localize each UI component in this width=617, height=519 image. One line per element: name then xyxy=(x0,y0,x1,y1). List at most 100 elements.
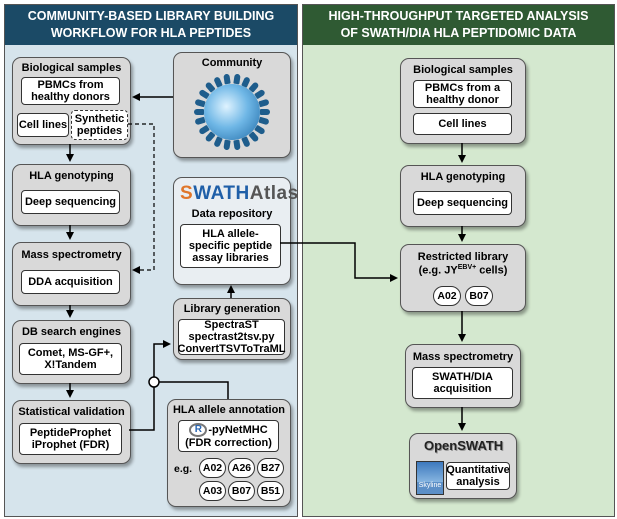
left-deep-seq-box: Deep sequencing xyxy=(21,190,120,214)
assay-line1: HLA allele- xyxy=(202,228,259,240)
hla-annotation-title: HLA allele annotation xyxy=(172,404,286,416)
swath-logo-s: S xyxy=(180,183,194,204)
db-engines-box: Comet, MS-GF+, X!Tandem xyxy=(19,343,122,375)
fdr-correction-text: (FDR correction) xyxy=(185,437,272,449)
person-figure-icon xyxy=(233,73,241,85)
right-pbmc-line2: healthy donor xyxy=(426,94,499,106)
libgen-line1: SpectraST xyxy=(204,319,259,331)
swath-logo-atlas: Atlas xyxy=(249,183,299,204)
right-header-line1: HIGH-THROUGHPUT TARGETED ANALYSIS xyxy=(328,9,589,23)
left-pbmc-box: PBMCs from healthy donors xyxy=(21,77,120,105)
skyline-icon: Skyline xyxy=(416,461,444,495)
right-genotyping-title: HLA genotyping xyxy=(420,171,506,183)
person-figure-icon xyxy=(194,109,204,115)
left-pbmc-line1: PBMCs from xyxy=(37,79,104,91)
r-logo-icon: R xyxy=(189,423,208,437)
community-globe-icon xyxy=(204,84,260,140)
stat-line1: PeptideProphet xyxy=(29,427,112,439)
restricted-sub-b: cells) xyxy=(476,264,508,277)
assay-line3: assay libraries xyxy=(192,252,269,264)
person-figure-icon xyxy=(248,131,260,143)
right-cell-lines-box: Cell lines xyxy=(413,113,512,135)
person-figure-icon xyxy=(233,139,241,151)
pynetmhc-line1: R -pyNetMHC xyxy=(189,423,268,437)
left-ms-title: Mass spectrometry xyxy=(21,249,122,261)
person-figure-icon xyxy=(258,117,270,126)
swath-dia-line1: SWATH/DIA xyxy=(432,371,493,383)
right-bio-samples-box: Biological samples PBMCs from a healthy … xyxy=(400,58,526,144)
left-panel-header: COMMUNITY-BASED LIBRARY BUILDING WORKFLO… xyxy=(5,5,297,45)
annot-allele-b27: B27 xyxy=(257,458,284,478)
right-ms-title: Mass spectrometry xyxy=(412,351,514,363)
restricted-allele-a02: A02 xyxy=(433,286,461,306)
annot-eg-label: e.g. xyxy=(174,463,193,475)
annot-allele-b07: B07 xyxy=(228,481,255,501)
restricted-library-subtitle: (e.g. JYEBV+ cells) xyxy=(401,264,525,277)
pynetmhc-text: -pyNetMHC xyxy=(208,424,268,436)
db-search-title: DB search engines xyxy=(21,326,122,338)
right-deep-seq-box: Deep sequencing xyxy=(413,191,512,215)
swath-dia-box: SWATH/DIA acquisition xyxy=(412,367,513,399)
db-search-box: DB search engines Comet, MS-GF+, X!Tande… xyxy=(12,320,131,384)
swath-dia-line2: acquisition xyxy=(433,383,492,395)
person-figure-icon xyxy=(240,136,251,148)
person-figure-icon xyxy=(213,76,224,88)
stat-line2: iProphet (FDR) xyxy=(31,439,110,451)
annot-allele-b51: B51 xyxy=(257,481,284,501)
person-figure-icon xyxy=(213,136,224,148)
community-title: Community xyxy=(201,57,263,69)
left-header-line2: WORKFLOW FOR HLA PEPTIDES xyxy=(50,26,252,40)
pynetmhc-box: R -pyNetMHC (FDR correction) xyxy=(178,420,279,452)
synthetic-line1: Synthetic xyxy=(74,113,125,125)
skyline-icon-graphic xyxy=(417,462,443,482)
annot-allele-a02: A02 xyxy=(199,458,226,478)
person-figure-icon xyxy=(223,139,231,151)
dda-acquisition-box: DDA acquisition xyxy=(21,270,120,294)
right-bio-samples-title: Biological samples xyxy=(413,64,513,76)
quant-analysis-box: Quantitative analysis xyxy=(446,462,510,490)
left-ms-box: Mass spectrometry DDA acquisition xyxy=(12,242,131,306)
library-generation-title: Library generation xyxy=(183,303,281,315)
person-figure-icon xyxy=(258,98,270,107)
libgen-line3: ConvertTSVToTraML xyxy=(177,343,286,355)
person-figure-icon xyxy=(260,109,270,115)
quant-line1: Quantitative xyxy=(446,464,510,476)
left-genotyping-box: HLA genotyping Deep sequencing xyxy=(12,164,131,226)
skyline-label: Skyline xyxy=(418,482,442,489)
synthetic-peptides-box: Synthetic peptides xyxy=(71,110,128,140)
person-figure-icon xyxy=(253,88,266,100)
left-genotyping-title: HLA genotyping xyxy=(29,170,114,182)
left-pbmc-line2: healthy donors xyxy=(31,91,110,103)
right-genotyping-box: HLA genotyping Deep sequencing xyxy=(400,165,526,227)
right-ms-box: Mass spectrometry SWATH/DIA acquisition xyxy=(405,344,521,408)
db-line2: X!Tandem xyxy=(44,359,97,371)
swath-atlas-box: SWATHAtlas Data repository HLA allele- s… xyxy=(173,177,298,285)
libgen-line2: spectrast2tsv.py xyxy=(188,331,275,343)
swath-atlas-logo: SWATHAtlas xyxy=(180,183,299,205)
restricted-sub-a: (e.g. JY xyxy=(418,264,458,277)
right-panel-header: HIGH-THROUGHPUT TARGETED ANALYSIS OF SWA… xyxy=(303,5,614,45)
openswath-box: OpenSWATH Skyline Quantitative analysis xyxy=(409,433,517,499)
annot-allele-a03: A03 xyxy=(199,481,226,501)
assay-libraries-box: HLA allele- specific peptide assay libra… xyxy=(180,224,281,268)
left-bio-samples-title: Biological samples xyxy=(21,62,122,74)
right-pbmc-box: PBMCs from a healthy donor xyxy=(413,80,512,108)
person-figure-icon xyxy=(194,98,206,107)
openswath-logo: OpenSWATH xyxy=(424,438,504,453)
community-people-icon xyxy=(174,53,290,157)
restricted-sub-sup: EBV+ xyxy=(457,264,477,271)
stat-validation-box: Statistical validation PeptideProphet iP… xyxy=(12,400,131,464)
quant-line2: analysis xyxy=(456,476,500,488)
person-figure-icon xyxy=(194,117,206,126)
restricted-allele-b07: B07 xyxy=(465,286,493,306)
db-line1: Comet, MS-GF+, xyxy=(27,347,114,359)
restricted-library-title: Restricted library xyxy=(417,251,509,263)
synthetic-line2: peptides xyxy=(76,125,123,137)
left-bio-samples-box: Biological samples PBMCs from healthy do… xyxy=(12,57,131,145)
assay-line2: specific peptide xyxy=(188,240,273,252)
right-pbmc-line1: PBMCs from a xyxy=(424,82,501,94)
annot-allele-a26: A26 xyxy=(228,458,255,478)
stat-validation-title: Statistical validation xyxy=(18,406,125,418)
hla-annotation-box: HLA allele annotation R -pyNetMHC (FDR c… xyxy=(167,399,291,507)
prophet-box: PeptideProphet iProphet (FDR) xyxy=(19,423,122,455)
